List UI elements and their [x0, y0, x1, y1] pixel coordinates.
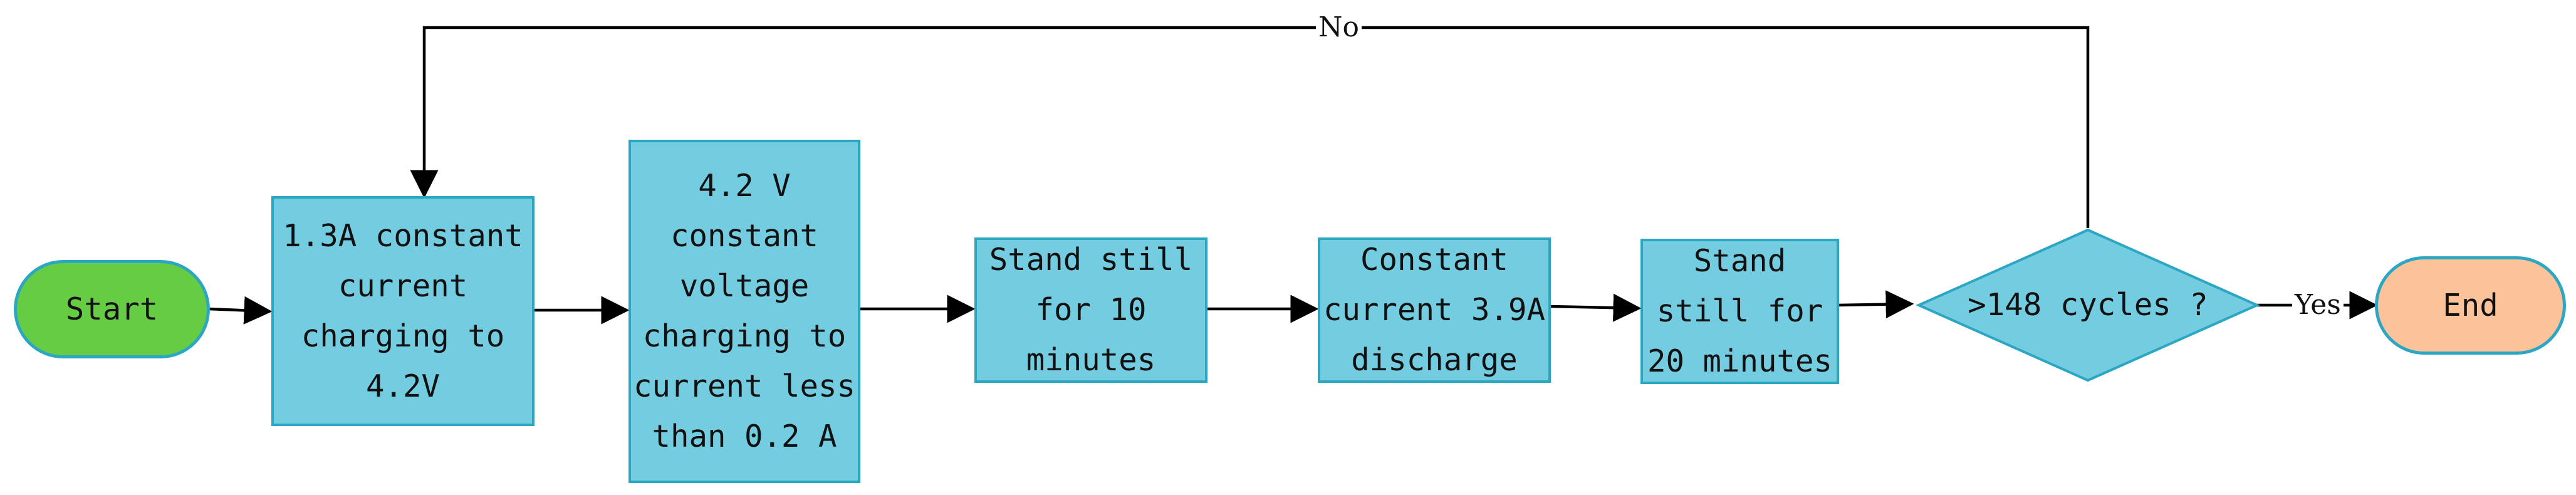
step-constant-voltage-charge: 4.2 V constant voltage charging to curre…: [628, 140, 860, 483]
decision-cycle-check: >148 cycles ?: [1919, 230, 2257, 380]
decision-text: >148 cycles ?: [1968, 287, 2208, 323]
no-branch-label: No: [1316, 12, 1362, 43]
step-rest-20-minutes: Stand still for 20 minutes: [1640, 239, 1839, 384]
arrow-step4-to-step5: [1549, 293, 1642, 322]
end-label: End: [2443, 287, 2498, 323]
yes-branch-label: Yes: [2292, 289, 2344, 321]
arrow-no-loop: [410, 26, 2090, 228]
arrow-start-to-step1: [208, 296, 273, 325]
step-rest-10-minutes: Stand still for 10 minutes: [974, 237, 1207, 383]
arrow-step5-to-decision: [1837, 290, 1914, 319]
start-label: Start: [65, 291, 159, 327]
decision-diamond: [1916, 228, 2260, 382]
step-constant-current-charge: 1.3A constant current charging to 4.2V: [271, 196, 534, 426]
step-constant-current-discharge: Constant current 3.9A discharge: [1318, 237, 1551, 383]
start-terminal: Start: [14, 260, 210, 358]
step-4-text: Constant current 3.9A discharge: [1323, 242, 1545, 378]
step-2-text: 4.2 V constant voltage charging to curre…: [633, 168, 855, 454]
step-5-text: Stand still for 20 minutes: [1647, 243, 1832, 379]
step-1-text: 1.3A constant current charging to 4.2V: [283, 217, 523, 404]
step-3-text: Stand still for 10 minutes: [989, 242, 1193, 378]
end-terminal: End: [2375, 256, 2566, 355]
